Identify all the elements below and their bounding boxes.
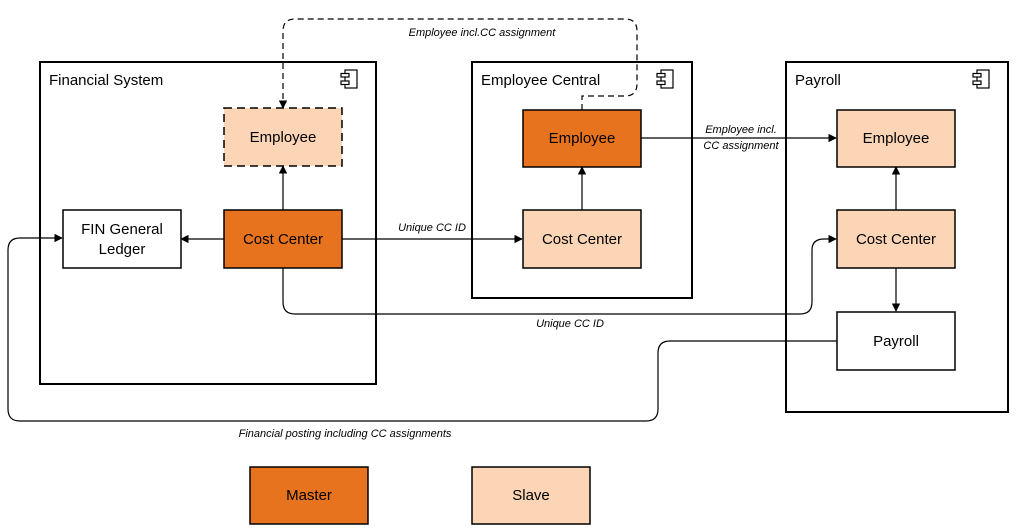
fin-general-ledger-box: FIN General Ledger bbox=[62, 209, 182, 269]
employee-central-title: Employee Central bbox=[481, 72, 600, 89]
ec-cost-center-label: Cost Center bbox=[542, 231, 622, 248]
pay-payroll-box: Payroll bbox=[836, 311, 956, 371]
legend-master-label: Master bbox=[286, 487, 332, 504]
pay-cost-center-box: Cost Center bbox=[836, 209, 956, 269]
edge-ec-employee-to-fin-employee bbox=[278, 18, 638, 110]
fin-employee-box: Employee bbox=[223, 107, 343, 167]
fin-cost-center-box: Cost Center bbox=[223, 209, 343, 269]
pay-payroll-label: Payroll bbox=[873, 333, 919, 350]
payroll-system-title: Payroll bbox=[795, 72, 841, 89]
edge-label-employee-cc: Employee incl.CC assignment bbox=[409, 27, 557, 39]
legend-slave: Slave bbox=[471, 466, 591, 525]
edge-label-financial-posting: Financial posting including CC assignmen… bbox=[239, 428, 452, 440]
fin-employee-label: Employee bbox=[250, 129, 317, 146]
ec-cost-center-box: Cost Center bbox=[522, 209, 642, 269]
legend-slave-label: Slave bbox=[512, 487, 550, 504]
pay-employee-label: Employee bbox=[863, 130, 930, 147]
edge-label-unique-cc-id-2: Unique CC ID bbox=[536, 318, 604, 330]
ec-employee-label: Employee bbox=[549, 130, 616, 147]
fin-cost-center-label: Cost Center bbox=[243, 231, 323, 248]
pay-cost-center-label: Cost Center bbox=[856, 231, 936, 248]
edge-label-employee-incl: Employee incl. bbox=[705, 124, 777, 136]
gl-label-line2: Ledger bbox=[99, 241, 146, 258]
financial-system-title: Financial System bbox=[49, 72, 163, 89]
edge-label-unique-cc-id-1: Unique CC ID bbox=[398, 222, 466, 234]
pay-employee-box: Employee bbox=[836, 109, 956, 168]
edge-payroll-to-gl bbox=[7, 233, 837, 422]
ec-employee-box: Employee bbox=[522, 109, 642, 168]
gl-label-line1: FIN General bbox=[81, 221, 163, 238]
legend-master: Master bbox=[249, 466, 369, 525]
edge-label-cc-assignment: CC assignment bbox=[703, 140, 779, 152]
edge-fin-cc-to-pay-cc bbox=[282, 234, 837, 315]
